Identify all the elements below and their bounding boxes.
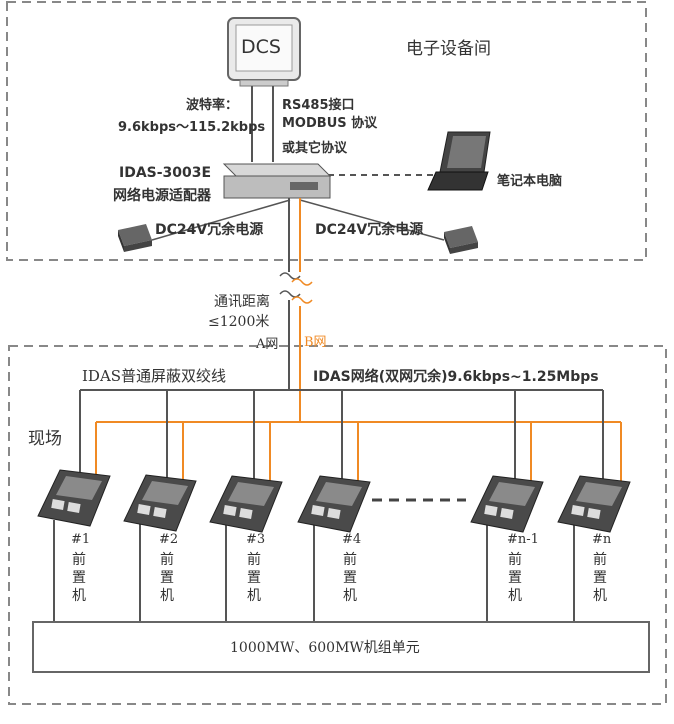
psu-left-icon [118, 224, 152, 252]
frontend-id: #n [592, 532, 612, 547]
frontend-label: 前置机 [508, 552, 522, 604]
psu-left-link [151, 199, 291, 241]
frontend-id: #2 [159, 532, 179, 547]
frontend-label: 前置机 [72, 552, 86, 604]
laptop-icon [427, 131, 491, 191]
break-mark-a [279, 272, 301, 280]
protocol-line3: 或其它协议 [282, 141, 348, 156]
unit-label: 1000MW、600MW机组单元 [230, 640, 420, 656]
break-mark-b [291, 278, 313, 286]
field-frame [8, 345, 667, 705]
psu-right-label: DC24V冗余电源 [315, 222, 424, 238]
psu-right-icon [444, 226, 478, 254]
psu-right-link [299, 199, 445, 241]
net-b-label: B网 [304, 335, 327, 350]
frontend-device-icon [37, 469, 111, 527]
protocol-line2: MODBUS 协议 [282, 116, 378, 131]
distance-line2: ≤1200米 [208, 314, 270, 330]
baud-label: 波特率： [186, 98, 239, 113]
frontend-device-icon [557, 475, 631, 533]
frontend-device-icon [123, 474, 197, 532]
frontend-label: 前置机 [247, 552, 261, 604]
room-title: 电子设备间 [406, 39, 491, 59]
frontend-id: #n-1 [507, 532, 539, 547]
frontend-label: 前置机 [160, 552, 174, 604]
frontend-device-icon [470, 475, 544, 533]
frontend-id: #3 [246, 532, 266, 547]
network-label: IDAS网络(双网冗余)9.6kbps~1.25Mbps [313, 369, 599, 385]
dcs-monitor-icon [227, 17, 301, 87]
net-a-label: A网 [256, 337, 279, 352]
break-mark-b2 [291, 296, 313, 304]
frontend-device-icon [209, 475, 283, 533]
baud-value: 9.6kbps～115.2kbps [118, 120, 266, 135]
cable-label: IDAS普通屏蔽双绞线 [82, 367, 227, 385]
frontend-device-icon [297, 475, 371, 533]
adapter-device-icon [222, 163, 332, 199]
adapter-name: 网络电源适配器 [113, 188, 211, 204]
dcs-label: DCS [241, 36, 281, 58]
distance-line1: 通讯距离 [214, 294, 270, 310]
field-label: 现场 [28, 429, 62, 449]
unit-box [32, 621, 650, 673]
protocol-line1: RS485接口 [282, 98, 355, 113]
break-mark-a2 [279, 290, 301, 298]
adapter-model: IDAS-3003E [119, 165, 212, 181]
psu-left-label: DC24V冗余电源 [155, 222, 264, 238]
frontend-id: #1 [71, 532, 91, 547]
equipment-room-frame [6, 1, 647, 261]
laptop-label: 笔记本电脑 [497, 174, 563, 189]
frontend-label: 前置机 [593, 552, 607, 604]
frontend-id: #4 [342, 532, 362, 547]
frontend-label: 前置机 [343, 552, 357, 604]
